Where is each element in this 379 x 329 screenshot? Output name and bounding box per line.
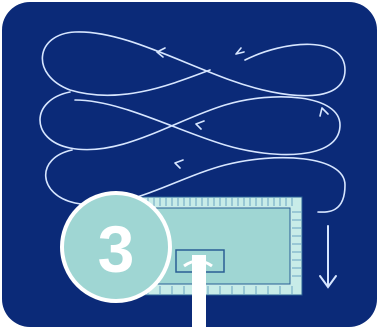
step-number: 3 (98, 212, 135, 286)
step-number-circle-icon: 3 (62, 193, 170, 301)
